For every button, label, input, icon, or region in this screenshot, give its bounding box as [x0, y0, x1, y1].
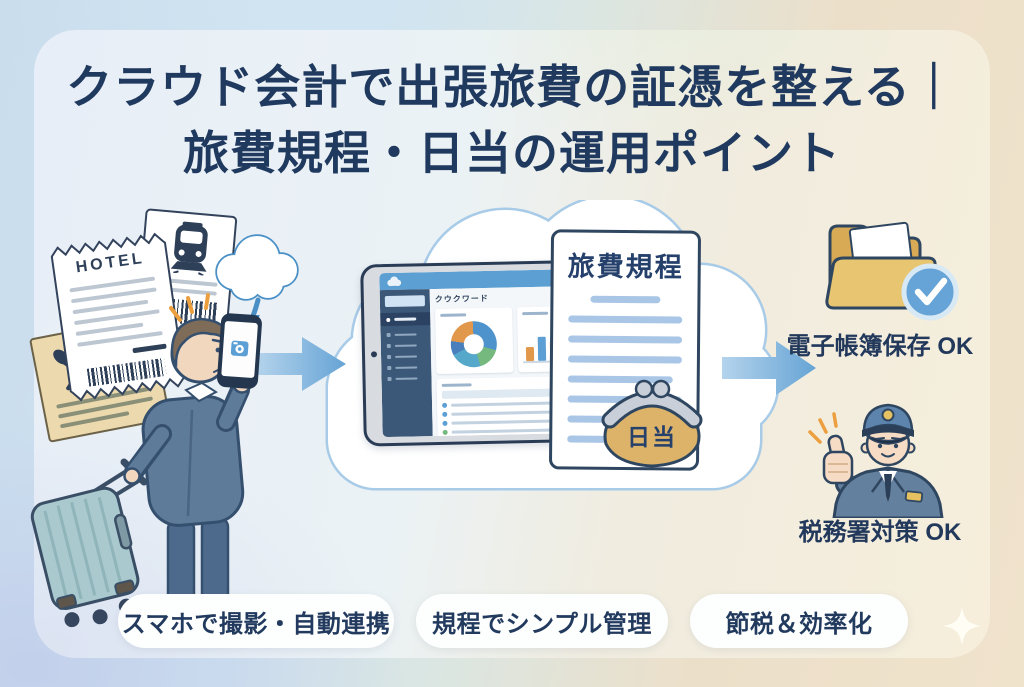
purse-label: 日当: [627, 424, 677, 450]
sidebar-item: [387, 376, 425, 382]
pill-simple-management: 規程でシンプル管理: [416, 594, 668, 648]
arrow-right-icon: [236, 337, 346, 391]
bar: [525, 346, 534, 362]
sidebar-active-line: [394, 317, 417, 321]
sidebar-search-box: [384, 295, 426, 308]
sparkle-icon: [943, 607, 981, 645]
suitcase-icon: [30, 486, 140, 628]
tablet-camera-dot: [370, 351, 378, 358]
sidebar-item-active: [380, 312, 431, 327]
sidebar-item: [387, 354, 425, 360]
daily-allowance-purse: 日当: [600, 366, 704, 468]
page-title-line1: クラウド会計で出張旅費の証憑を整える｜: [66, 61, 958, 113]
sidebar-item: [386, 343, 425, 349]
doc-line: [568, 335, 683, 344]
donut-chart-card: [435, 307, 513, 375]
smartphone: [217, 313, 262, 389]
upload-cloud-icon: [215, 234, 299, 331]
table-title-line: [441, 383, 472, 387]
folder-caption: 電子帳簿保存 OK: [786, 333, 974, 360]
sidebar-active-dot: [386, 317, 391, 322]
officer-caption: 税務署対策 OK: [798, 519, 962, 546]
card-title-line: [440, 313, 467, 317]
tablet-screen: クウクワード: [379, 268, 601, 438]
tablet: クウクワード: [360, 259, 610, 447]
pill-tax-saving: 節税＆効率化: [690, 594, 908, 648]
donut-chart-icon: [450, 320, 498, 368]
page-title-line2: 旅費規程・日当の運用ポイント: [183, 127, 841, 179]
app-sidebar: [379, 289, 433, 438]
tax-officer-icon: [808, 403, 944, 518]
doc-line: [590, 295, 661, 304]
bar: [537, 336, 546, 361]
traveler-hair: [170, 317, 231, 368]
business-traveler: [30, 293, 262, 628]
camera-icon: [230, 340, 249, 357]
sparkle-icon: [169, 293, 210, 322]
sidebar-item: [386, 332, 425, 338]
folder-check-icon: [825, 221, 959, 321]
purse-icon: [601, 379, 703, 468]
page-title: クラウド会計で出張旅費の証憑を整える｜ 旅費規程・日当の運用ポイント: [0, 54, 1024, 186]
doc-line: [567, 355, 682, 364]
train-ticket: [134, 208, 238, 346]
policy-document-title: 旅費規程: [567, 251, 684, 283]
pill-smartphone-capture: スマホで撮影・自動連携: [118, 594, 394, 648]
app-topbar: [379, 268, 598, 291]
sidebar-item: [387, 365, 425, 371]
train-ticket-icon: [170, 221, 208, 277]
app-cloud-logo-icon: [387, 276, 402, 287]
arrow-right-icon: [722, 341, 816, 395]
donut-hole: [463, 334, 485, 355]
sparkle-icon: [808, 412, 838, 444]
doc-line: [568, 315, 683, 324]
